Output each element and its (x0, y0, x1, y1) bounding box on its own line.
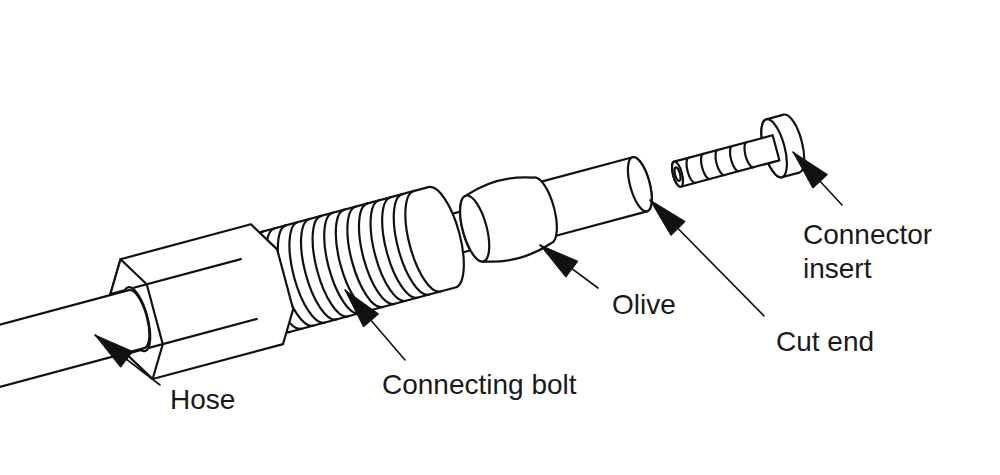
stem-tip (670, 160, 685, 187)
arrow-head (345, 290, 379, 327)
part-label: Olive (612, 288, 676, 322)
stem-body (670, 135, 780, 188)
part-label: Hose (170, 383, 235, 417)
insert-stem (670, 135, 780, 188)
part-label: Connector insert (803, 218, 975, 286)
part-label: Connecting bolt (382, 368, 577, 402)
hose-tube (0, 287, 154, 397)
leader-line (95, 335, 160, 385)
stem-barbs (684, 142, 753, 184)
leader-line (540, 245, 598, 288)
cut-end-face (623, 155, 656, 214)
arrow-head (540, 245, 578, 277)
leader-line (345, 290, 405, 360)
part-label: Cut end (776, 325, 874, 359)
arrow-head (95, 335, 133, 367)
arrow-head (793, 152, 828, 188)
arrow-head (650, 200, 685, 236)
stem-bore (673, 167, 681, 182)
leader-line (793, 152, 842, 205)
